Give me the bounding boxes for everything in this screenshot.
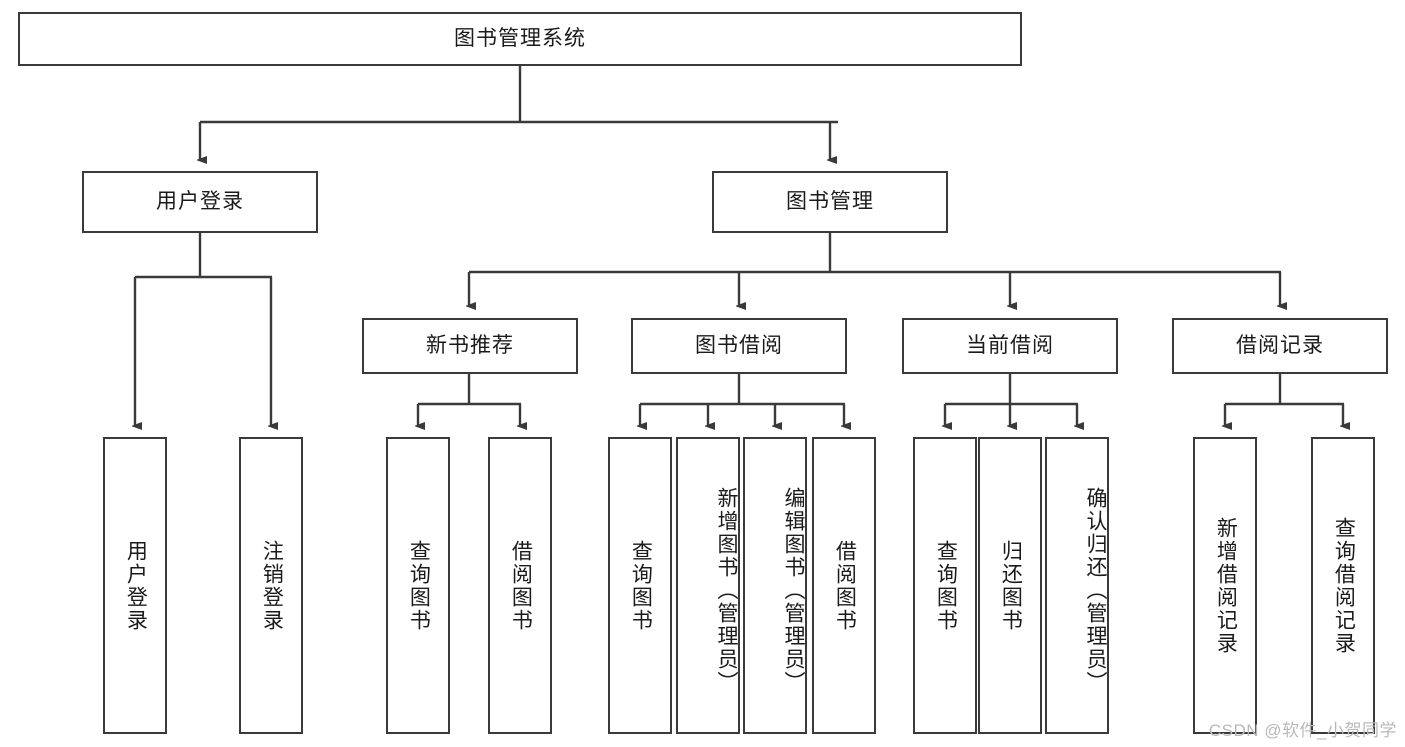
leaf-edit-book-admin[interactable]: 编辑图书（管理员）: [743, 437, 807, 734]
leaf-add-borrow-record[interactable]: 新增借阅记录: [1193, 437, 1257, 734]
node-label: 当前借阅: [966, 333, 1054, 357]
node-label: 新增借阅记录: [1214, 516, 1238, 655]
node-label: 图书借阅: [695, 333, 783, 357]
node-root-book-management-system[interactable]: 图书管理系统: [18, 12, 1022, 66]
node-current-borrow[interactable]: 当前借阅: [902, 318, 1118, 374]
leaf-logout-login[interactable]: 注销登录: [239, 437, 303, 734]
leaf-query-borrow-record[interactable]: 查询借阅记录: [1311, 437, 1375, 734]
node-label: 图书管理系统: [454, 26, 586, 50]
watermark: CSDN @软件_小贺同学: [1208, 721, 1397, 740]
leaf-query-book-current[interactable]: 查询图书: [913, 437, 977, 734]
node-book-management[interactable]: 图书管理: [712, 171, 948, 233]
node-label: 新增图书（管理员）: [715, 487, 738, 694]
node-label: 查询图书: [629, 539, 653, 632]
leaf-query-book-new[interactable]: 查询图书: [386, 437, 450, 734]
leaf-user-login[interactable]: 用户登录: [103, 437, 167, 734]
node-label: 查询图书: [407, 539, 431, 632]
leaf-confirm-return-admin[interactable]: 确认归还（管理员）: [1045, 437, 1109, 734]
leaf-query-book-borrow[interactable]: 查询图书: [608, 437, 672, 734]
node-label: 借阅记录: [1236, 333, 1324, 357]
node-borrow-record[interactable]: 借阅记录: [1172, 318, 1388, 374]
node-book-borrow[interactable]: 图书借阅: [631, 318, 847, 374]
leaf-borrow-book[interactable]: 借阅图书: [812, 437, 876, 734]
node-label: 归还图书: [999, 539, 1023, 632]
leaf-add-book-admin[interactable]: 新增图书（管理员）: [676, 437, 740, 734]
leaf-borrow-book-new[interactable]: 借阅图书: [488, 437, 552, 734]
node-label: 注销登录: [260, 539, 284, 632]
node-label: 新书推荐: [426, 333, 514, 357]
node-label: 查询借阅记录: [1332, 516, 1356, 655]
node-label: 用户登录: [156, 189, 244, 213]
node-label: 查询图书: [934, 539, 958, 632]
node-label: 图书管理: [786, 189, 874, 213]
node-label: 编辑图书（管理员）: [782, 487, 805, 694]
node-new-book-recommend[interactable]: 新书推荐: [362, 318, 578, 374]
node-user-login[interactable]: 用户登录: [82, 171, 318, 233]
node-label: 用户登录: [124, 539, 148, 632]
leaf-return-book[interactable]: 归还图书: [978, 437, 1042, 734]
node-label: 借阅图书: [833, 539, 857, 632]
node-label: 借阅图书: [509, 539, 533, 632]
node-label: 确认归还（管理员）: [1084, 487, 1107, 694]
